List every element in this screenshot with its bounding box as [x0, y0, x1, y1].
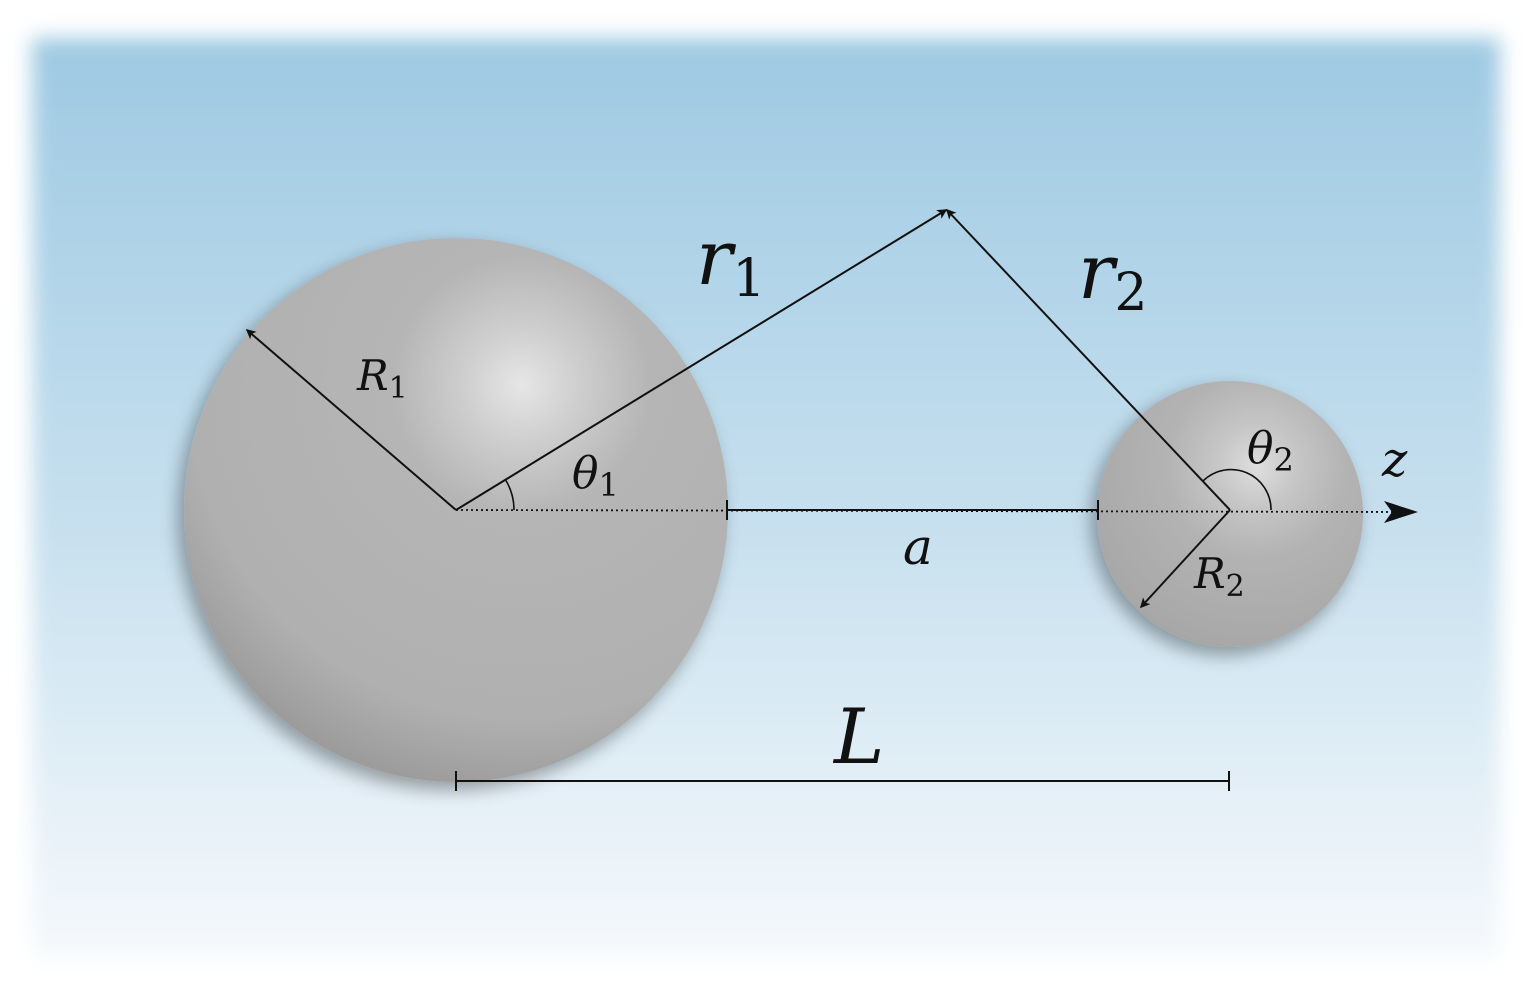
radius-R2-arrow: [1139, 509, 1231, 609]
label-theta1: θ1: [572, 448, 619, 504]
label-R1: R1: [356, 351, 408, 406]
z-axis-arrowhead: [1384, 501, 1418, 523]
label-theta2: θ2: [1247, 423, 1294, 479]
vector-r1-arrow: [455, 209, 948, 511]
label-a: a: [903, 518, 933, 576]
z-axis-dotted: [455, 509, 1405, 513]
vector-r2-arrow: [945, 208, 1231, 511]
radius-R1-arrow: [245, 329, 457, 511]
sphere-2: [1097, 381, 1363, 647]
angle-theta2-arc: [1202, 468, 1272, 511]
label-R2: R2: [1193, 549, 1245, 604]
label-r2: r2: [1078, 227, 1147, 323]
label-L: L: [832, 692, 884, 781]
label-z: z: [1381, 432, 1408, 488]
angle-theta1-arc: [504, 478, 515, 511]
label-r1: r1: [696, 213, 765, 309]
